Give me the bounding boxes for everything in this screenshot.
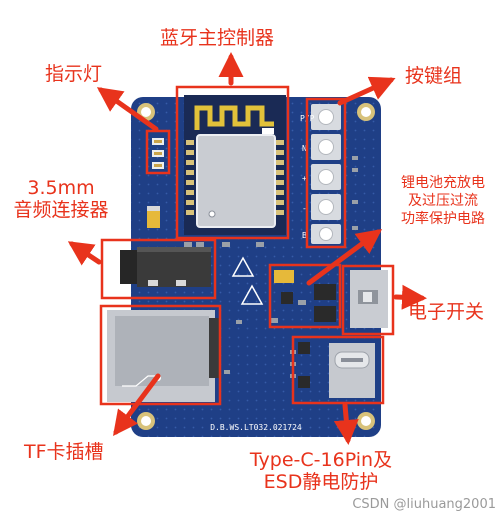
- slide-switch: [350, 270, 388, 328]
- label-mcu: 蓝牙主控制器: [160, 27, 275, 49]
- label-tf: TF卡插槽: [24, 441, 104, 463]
- key-group: P/P N + - B: [300, 104, 341, 244]
- label-audio-line2: 音频连接器: [13, 198, 109, 221]
- label-indicator: 指示灯: [45, 63, 103, 85]
- key-button: [311, 164, 341, 190]
- highlight-box-switch: [341, 264, 395, 336]
- bluetooth-module: [184, 95, 286, 235]
- label-typec-line1: Type-C-16Pin及: [249, 449, 393, 471]
- highlight-box-audio: [100, 238, 217, 300]
- tf-card-slot: [107, 310, 219, 402]
- label-audio-line1: 3.5mm: [27, 177, 95, 199]
- key-silk-label: +: [302, 174, 307, 183]
- label-keys: 按键组: [405, 65, 463, 87]
- arrow-indicator: [96, 87, 159, 132]
- module-pads: [186, 140, 284, 215]
- arrow-audio: [67, 241, 102, 266]
- arrow-battery: [306, 229, 383, 286]
- mounting-hole: [357, 103, 375, 121]
- esd-warning-symbol: [231, 256, 264, 305]
- key-button: [311, 104, 341, 130]
- arrow-typec: [333, 402, 359, 445]
- highlight-box-keys: [305, 97, 347, 249]
- label-battery-line1: 锂电池充放电: [401, 175, 485, 191]
- highlight-box-typec: [291, 335, 385, 405]
- watermark: CSDN @liuhuang2001: [352, 497, 496, 512]
- key-button: [311, 224, 341, 244]
- highlight-box-battery: [268, 263, 342, 329]
- mounting-hole: [357, 412, 375, 430]
- highlight-box-tf: [99, 304, 222, 406]
- type-c-connector: [298, 342, 375, 398]
- key-silk-label: N: [302, 144, 307, 153]
- mounting-hole: [137, 412, 155, 430]
- label-battery-line2: 及过压过流: [408, 193, 478, 210]
- label-typec: Type-C-16Pin及 ESD静电防护: [232, 449, 410, 494]
- module-shield: [196, 134, 276, 228]
- board-model-text: D.B.WS.LT032.021724: [210, 423, 302, 432]
- label-battery: 锂电池充放电 及过压过流 功率保护电路: [384, 174, 502, 229]
- highlight-box-mcu: [175, 85, 290, 240]
- key-button: [311, 194, 341, 220]
- label-audio: 3.5mm 音频连接器: [4, 177, 118, 222]
- label-typec-line2: ESD静电防护: [263, 470, 379, 493]
- highlight-box-indicator: [145, 129, 171, 175]
- key-silk-label: -: [302, 204, 307, 213]
- key-silk-label: B: [302, 231, 307, 240]
- arrow-switch: [393, 284, 427, 310]
- label-battery-line3: 功率保护电路: [401, 211, 485, 228]
- indicator-leds: [152, 138, 164, 169]
- label-switch: 电子开关: [408, 301, 485, 323]
- battery-protection-components: [274, 270, 336, 322]
- key-button: [311, 134, 341, 160]
- audio-jack: [120, 247, 211, 287]
- arrow-tf: [113, 373, 161, 436]
- arrow-keys: [337, 76, 396, 106]
